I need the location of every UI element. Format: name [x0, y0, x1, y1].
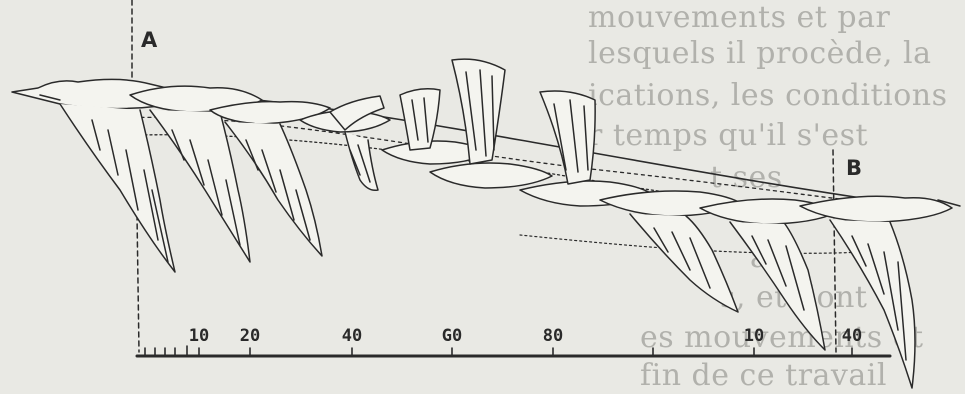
marker-label-b: B	[846, 156, 862, 180]
marker-label-a: A	[141, 28, 157, 52]
scale-tick-label: 40	[842, 326, 862, 346]
marker-line-b	[833, 150, 836, 352]
scale-tick-label: 10	[189, 326, 209, 346]
scale-tick-label: G0	[442, 326, 462, 346]
scale-tick-label: 10	[744, 326, 764, 346]
bird-silhouette-6	[430, 59, 552, 188]
scale-tick-label: 40	[342, 326, 362, 346]
bird-silhouette-1	[12, 79, 180, 272]
bird-silhouette-10	[800, 196, 960, 388]
scale-tick-label: 20	[240, 326, 260, 346]
bird-silhouette-7	[520, 91, 652, 206]
marker-line-a-bottom	[137, 215, 139, 352]
scale-tick-label: 80	[543, 326, 563, 346]
